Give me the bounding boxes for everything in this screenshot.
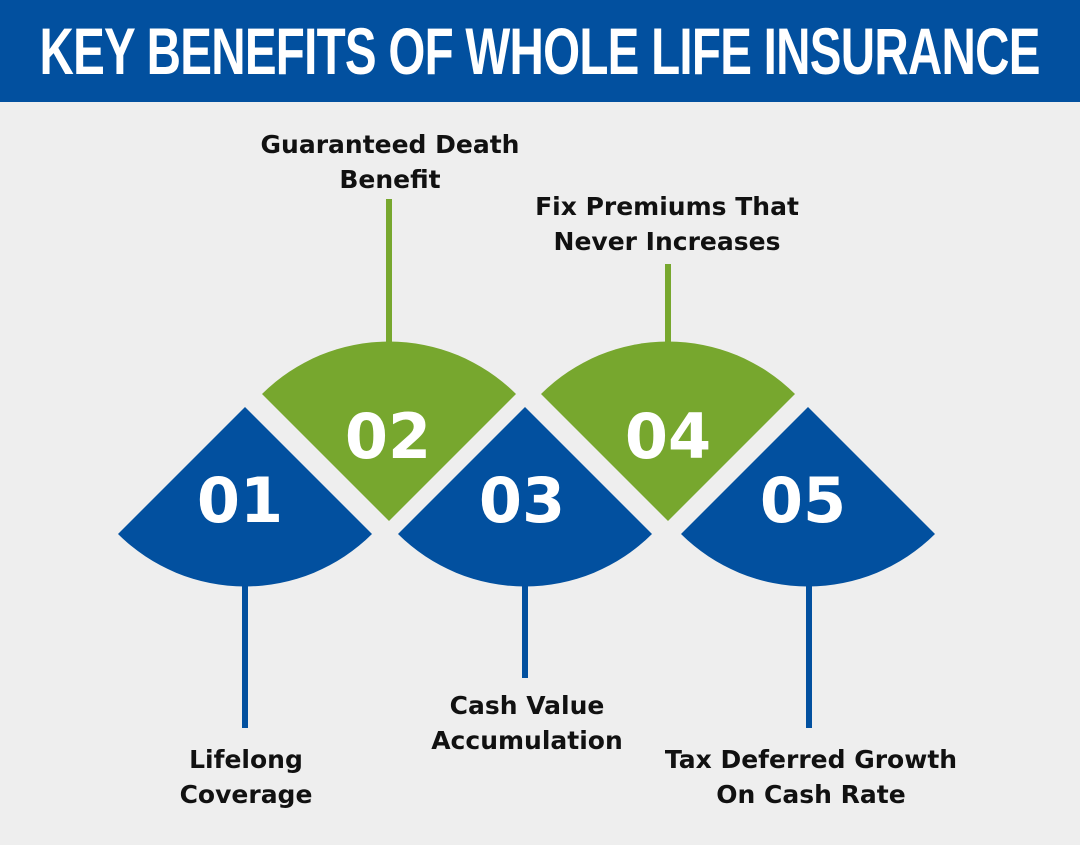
step-03-connector [522,585,528,678]
step-04-label: Fix Premiums That Never Increases [535,192,799,256]
step-02-label: Guaranteed Death Benefit [260,130,520,194]
step-05-sector: 05 [681,407,935,728]
step-01-number: 01 [197,464,283,537]
title-banner: KEY BENEFITS OF WHOLE LIFE INSURANCE [0,0,1080,102]
step-02-sector: 02 [262,199,516,521]
step-05-connector [806,585,812,728]
step-05-number: 05 [760,464,846,537]
step-02-connector [386,199,392,343]
page-title: KEY BENEFITS OF WHOLE LIFE INSURANCE [39,14,1041,88]
step-04-connector [665,264,671,343]
step-03-sector: 03 [398,407,652,678]
step-05-label: Tax Deferred Growth On Cash Rate [664,745,958,809]
step-01-label: Lifelong Coverage [179,745,313,809]
step-02-number: 02 [345,400,431,473]
step-04-number: 04 [625,400,711,473]
step-04-sector: 04 [541,264,795,521]
step-03-label: Cash Value Accumulation [431,691,623,755]
step-01-sector: 01 [118,407,372,728]
step-01-connector [242,585,248,728]
step-03-number: 03 [479,464,565,537]
